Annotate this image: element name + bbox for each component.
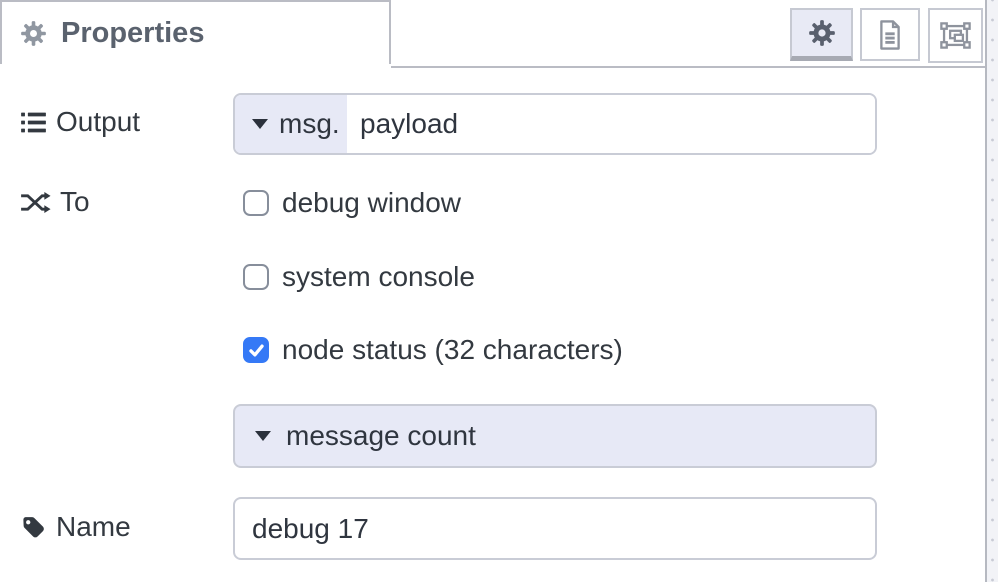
status-format-select[interactable]: message count (233, 404, 877, 468)
checkbox-checked-icon[interactable] (243, 337, 269, 363)
node-status-label: node status (32 characters) (282, 334, 623, 365)
description-tab-button[interactable] (860, 8, 920, 61)
tag-icon (20, 514, 47, 541)
name-input[interactable] (233, 497, 877, 560)
debug-window-label: debug window (282, 187, 462, 218)
system-console-option[interactable]: system console (243, 261, 475, 293)
shuffle-icon (20, 191, 51, 214)
output-property-input[interactable] (347, 95, 875, 153)
gear-icon (808, 19, 836, 47)
checkbox-unchecked-icon[interactable] (243, 190, 269, 216)
msg-type-dropdown-button[interactable]: msg. (235, 95, 347, 153)
output-label-text: Output (56, 106, 141, 137)
to-label-text: To (60, 186, 90, 217)
tab-bar-divider (391, 66, 987, 68)
output-typed-input: msg. (233, 93, 877, 155)
system-console-label: system console (282, 261, 475, 292)
gear-icon (20, 20, 47, 47)
panel-edge-divider (985, 0, 987, 582)
appearance-icon (938, 18, 973, 53)
tab-properties[interactable]: Properties (0, 0, 391, 64)
caret-down-icon (255, 431, 271, 441)
status-format-value: message count (286, 420, 476, 451)
msg-type-label: msg. (279, 108, 340, 139)
node-status-option[interactable]: node status (32 characters) (243, 334, 623, 366)
output-label: Output (20, 106, 140, 138)
tab-label: Properties (61, 16, 205, 49)
document-icon (875, 19, 905, 51)
appearance-tab-button[interactable] (928, 8, 983, 63)
caret-down-icon (252, 119, 268, 129)
name-label-text: Name (56, 511, 131, 542)
list-icon (20, 109, 47, 136)
debug-window-option[interactable]: debug window (243, 187, 461, 219)
to-label: To (20, 186, 90, 218)
workspace-grid-strip (987, 0, 998, 582)
checkbox-unchecked-icon[interactable] (243, 264, 269, 290)
properties-tab-button[interactable] (790, 8, 853, 61)
name-label: Name (20, 511, 131, 543)
